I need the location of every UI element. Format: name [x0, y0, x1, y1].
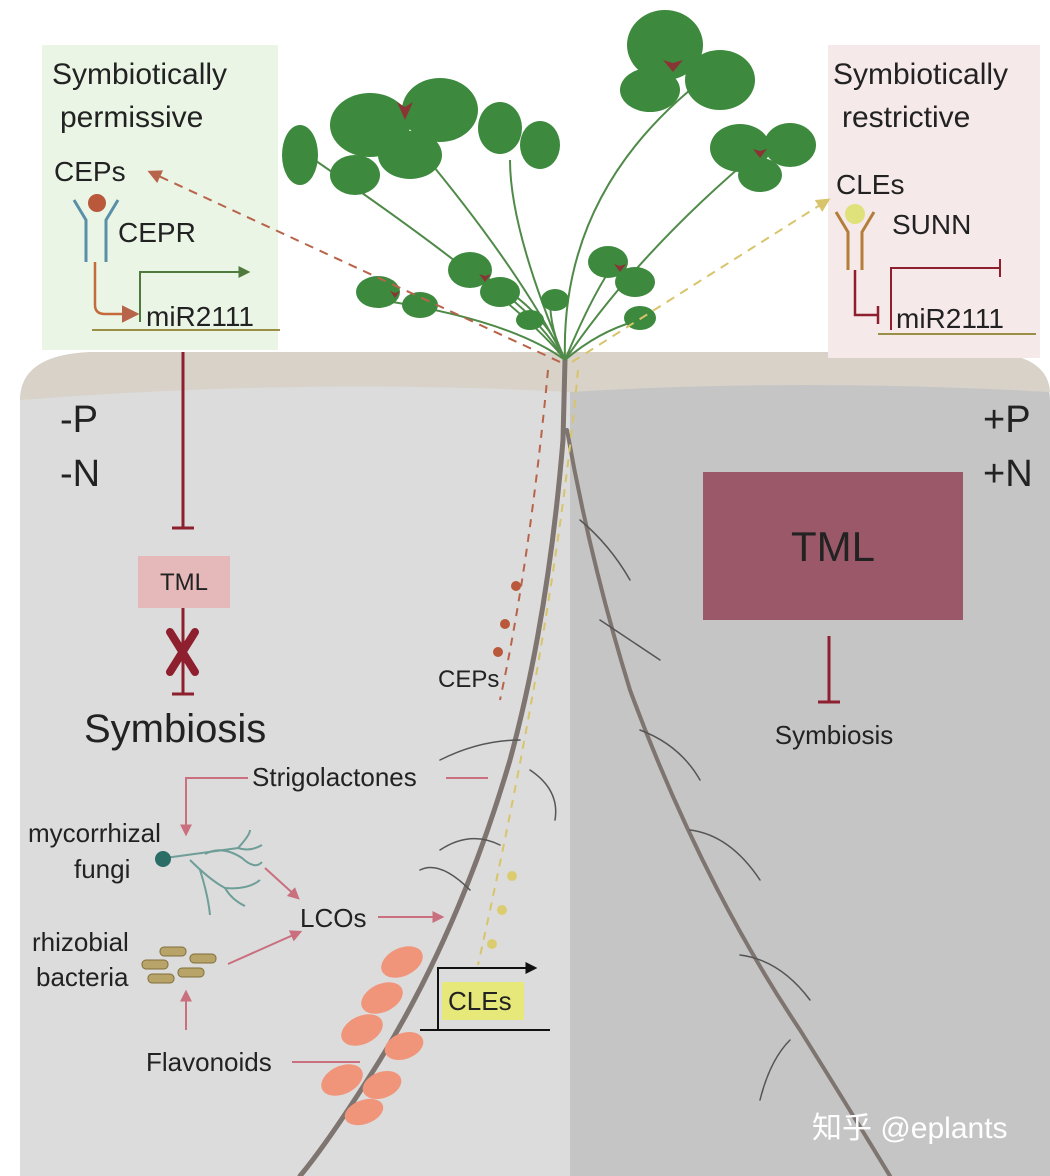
- root-ceps-label: CEPs: [438, 666, 499, 693]
- restrictive-receptor-label: SUNN: [892, 209, 971, 240]
- permissive-title-line2: permissive: [60, 101, 203, 134]
- tml-weak-box: [138, 556, 230, 608]
- cep-root-signal-line: [499, 369, 549, 701]
- bacteria-to-lcos-arrow: [227, 930, 303, 965]
- blocked-x-icon: [166, 628, 199, 676]
- fungal-hyphae-icon: [164, 829, 263, 916]
- clover-leaves: [282, 10, 816, 330]
- plant-shoot: [282, 10, 816, 361]
- fungal-spore-icon: [155, 851, 171, 867]
- cle-peptide-dot: [845, 204, 865, 224]
- mycorrhizal-label-line2: fungi: [74, 854, 130, 884]
- tml-weak-label: TML: [160, 569, 208, 596]
- permissive-panel: Symbiotically permissive CEPs CEPR miR21…: [42, 45, 280, 350]
- mycorrhizal-label-line1: mycorrhizal: [28, 818, 161, 848]
- cepr-signal-arrow: [93, 262, 140, 323]
- strigolactones-label: Strigolactones: [252, 762, 417, 792]
- tml-strong-box: [703, 472, 963, 620]
- rhizobial-label-line1: rhizobial: [32, 927, 129, 957]
- restrictive-peptide-label: CLEs: [836, 169, 904, 200]
- lateral-root: [579, 519, 631, 581]
- leaf-markings: [390, 60, 767, 298]
- cles-promoter-arrow: [437, 962, 538, 1030]
- lcos-label: LCOs: [300, 903, 366, 933]
- main-root: [297, 357, 568, 1176]
- tml-strong-label: TML: [791, 523, 875, 570]
- rhizobia-bacteria-icon: [141, 946, 217, 984]
- root-system: [297, 357, 892, 1176]
- left-nutrient-n: -N: [60, 453, 100, 495]
- strigolactones-to-fungi-arrow: [180, 777, 248, 837]
- cepr-receptor-icon: [72, 199, 120, 262]
- restrictive-panel: Symbiotically restrictive CLEs SUNN miR2…: [828, 45, 1040, 358]
- cles-gene-highlight: [442, 982, 524, 1020]
- fungi-to-lcos-arrow: [264, 867, 300, 900]
- cep-shoot-signal-arrow: [147, 170, 561, 363]
- permissive-panel-bg: [42, 45, 278, 350]
- cle-root-signal-line: [477, 369, 579, 966]
- sunn-receptor-icon: [834, 211, 876, 270]
- lateral-root: [419, 866, 471, 891]
- lateral-root: [529, 769, 557, 821]
- lateral-root: [739, 954, 811, 1001]
- mir2111-restrict-promoter: [890, 259, 1001, 330]
- lateral-root: [639, 729, 701, 781]
- permissive-peptide-label: CEPs: [54, 156, 126, 187]
- permissive-gene-label: miR2111: [146, 301, 254, 332]
- restrictive-gene-label: miR2111: [896, 303, 1004, 334]
- lateral-root: [439, 837, 501, 851]
- lateral-root: [759, 1039, 791, 1101]
- lateral-root: [599, 619, 661, 661]
- sunn-inhibition-line: [853, 270, 880, 324]
- flavonoids-label: Flavonoids: [146, 1047, 272, 1077]
- permissive-title-line1: Symbiotically: [52, 58, 227, 91]
- lateral-root: [689, 829, 761, 881]
- left-nutrient-p: -P: [60, 399, 98, 441]
- mir2111-inhibits-tml: [172, 352, 194, 530]
- cle-peptide-dots: [487, 871, 517, 949]
- cep-peptide-dots: [493, 581, 521, 657]
- restrictive-title-line1: Symbiotically: [833, 58, 1008, 91]
- restrictive-title-line2: restrictive: [842, 101, 970, 134]
- right-nutrient-n: +N: [983, 453, 1033, 495]
- root-nodules: [321, 946, 424, 1126]
- restrictive-panel-bg: [828, 45, 1040, 358]
- lateral-root: [439, 739, 521, 761]
- soil-surface: [20, 352, 1050, 400]
- rhizobial-label-line2: bacteria: [36, 962, 129, 992]
- right-root: [565, 428, 892, 1176]
- cle-shoot-signal-arrow: [571, 198, 831, 363]
- left-symbiosis-label: Symbiosis: [84, 707, 266, 751]
- tml-inhibits-symbiosis: [818, 636, 840, 704]
- watermark: 知乎 @eplants: [812, 1112, 1008, 1145]
- permissive-receptor-label: CEPR: [118, 217, 196, 248]
- mir2111-promoter-arrow: [139, 266, 251, 322]
- cep-peptide-dot: [88, 194, 106, 212]
- right-symbiosis-label: Symbiosis: [775, 720, 893, 750]
- cles-gene-label: CLEs: [448, 986, 512, 1016]
- right-nutrient-p: +P: [983, 399, 1031, 441]
